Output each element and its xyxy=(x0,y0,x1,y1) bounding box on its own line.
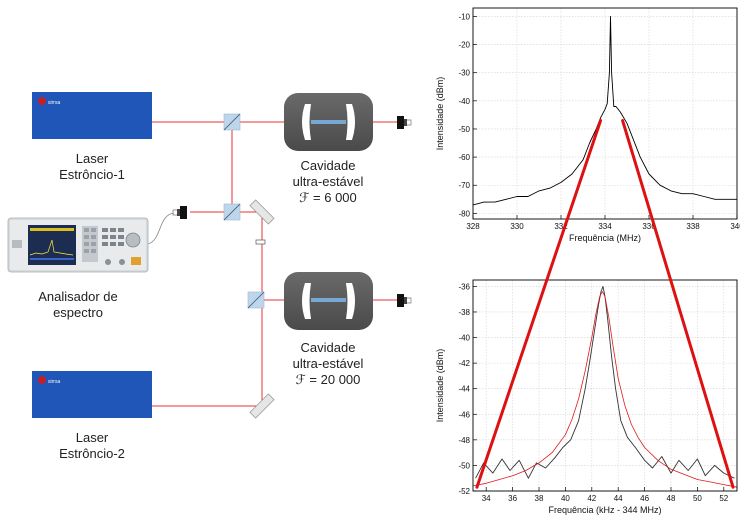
x-axis-label: Frequência (MHz) xyxy=(569,233,641,243)
y-tick-label: -50 xyxy=(458,461,470,470)
y-axis-label: Intensidade (dBm) xyxy=(435,77,445,151)
x-tick-label: 330 xyxy=(510,222,524,231)
x-tick-label: 338 xyxy=(686,222,700,231)
y-tick-label: -20 xyxy=(458,41,470,50)
cavity1-mirror-left-icon xyxy=(302,104,311,140)
y-tick-label: -40 xyxy=(458,334,470,343)
y-tick-label: -70 xyxy=(458,181,470,190)
x-tick-label: 46 xyxy=(640,494,649,503)
laser1-logo-icon xyxy=(38,97,46,105)
chart-1: 328 330 332 334 336 338 340 -10 -20 -30 -40 -50 -60 -… xyxy=(435,7,740,243)
chart-2: 34 36 38 40 42 44 46 48 50 52 -36 -38 -40 -42 -44 -46 -4… xyxy=(435,279,738,515)
x-tick-label: 34 xyxy=(482,494,491,503)
x-tick-label: 48 xyxy=(667,494,676,503)
zoom-indicator-lines xyxy=(475,119,735,489)
y-tick-label: -80 xyxy=(458,209,470,218)
zoom-line-right xyxy=(621,119,735,489)
svg-text:sirrsa: sirrsa xyxy=(48,100,60,106)
y-tick-label: -42 xyxy=(458,359,470,368)
y-tick-label: -48 xyxy=(458,436,470,445)
x-tick-label: 38 xyxy=(535,494,544,503)
x-tick-label: 40 xyxy=(561,494,570,503)
x-tick-label: 334 xyxy=(598,222,612,231)
svg-text:sirrsa: sirrsa xyxy=(48,379,60,385)
x-tick-label: 340 xyxy=(730,222,740,231)
x-tick-label: 50 xyxy=(693,494,702,503)
mirror-1 xyxy=(249,199,275,225)
series-line-1 xyxy=(472,15,737,206)
beam-splitter-1 xyxy=(223,113,241,131)
x-tick-label: 36 xyxy=(508,494,517,503)
photodetector-1-icon xyxy=(397,116,412,129)
cavity2-mirror-left-icon xyxy=(302,283,311,319)
cavity1-mirror-right-icon xyxy=(346,104,355,140)
laser1-box: sirrsa xyxy=(32,92,152,139)
x-tick-label: 328 xyxy=(466,222,480,231)
waveplate xyxy=(255,239,266,245)
laser2-logo-icon xyxy=(38,376,46,384)
y-tick-label: -10 xyxy=(458,12,470,21)
y-tick-label: -40 xyxy=(458,97,470,106)
y-tick-label: -52 xyxy=(458,487,470,496)
cavity1 xyxy=(284,93,373,151)
series-line-2 xyxy=(472,291,738,488)
laser2-box: sirrsa xyxy=(32,371,152,418)
beam-splitter-2 xyxy=(223,203,241,221)
beam-splitter-3 xyxy=(247,291,265,309)
x-tick-label: 52 xyxy=(719,494,728,503)
y-tick-label: -50 xyxy=(458,125,470,134)
plot-frame xyxy=(472,279,738,492)
series-line-1 xyxy=(475,285,735,479)
x-tick-label: 42 xyxy=(587,494,596,503)
zoom-line-left xyxy=(475,119,603,489)
plot-area xyxy=(473,280,737,491)
y-tick-label: -46 xyxy=(458,410,470,419)
y-tick-label: -30 xyxy=(458,69,470,78)
y-tick-label: -44 xyxy=(458,385,470,394)
y-tick-label: -36 xyxy=(458,282,470,291)
y-tick-label: -38 xyxy=(458,308,470,317)
detector-cable xyxy=(147,212,175,245)
x-tick-label: 44 xyxy=(614,494,623,503)
cavity2 xyxy=(284,272,373,330)
photodetector-2-icon xyxy=(397,294,412,307)
x-axis-label: Frequência (kHz - 344 MHz) xyxy=(548,505,661,515)
y-tick-label: -60 xyxy=(458,153,470,162)
x-tick-label: 332 xyxy=(554,222,568,231)
photodetector-3-icon xyxy=(172,206,187,219)
y-axis-label: Intensidade (dBm) xyxy=(435,349,445,423)
spectrum-analyzer-icon xyxy=(7,217,149,273)
cavity2-mirror-right-icon xyxy=(346,283,355,319)
x-tick-label: 336 xyxy=(642,222,656,231)
mirror-2 xyxy=(249,393,275,419)
